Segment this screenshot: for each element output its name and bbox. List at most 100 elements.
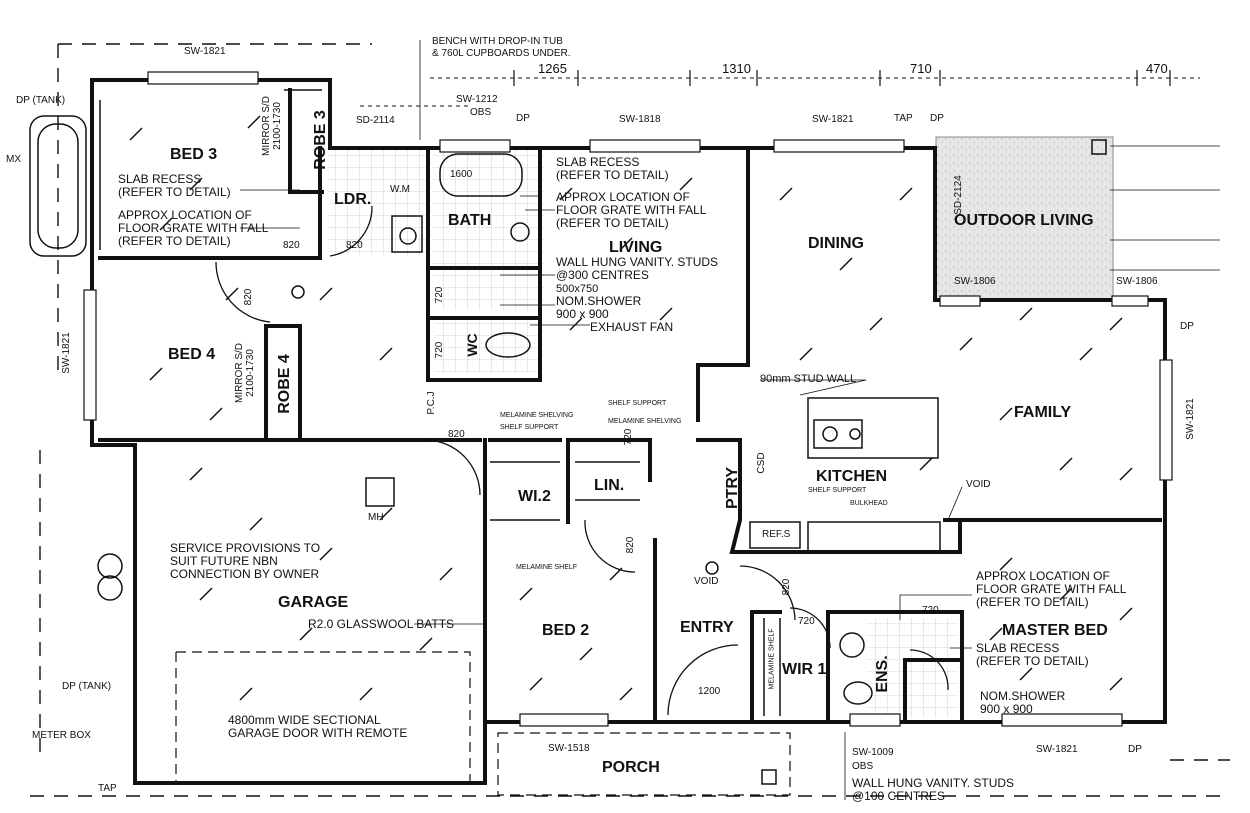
diagonal-hatching (129, 115, 1133, 701)
note-melamine-shelf: MELAMINE SHELF (516, 564, 578, 571)
dim-820-ldr: 820 (346, 240, 363, 251)
svc-dp-top2: DP (930, 113, 944, 124)
room-ptry: PTRY (724, 466, 741, 510)
note-melamine-shelving: MELAMINE SHELVING (500, 412, 574, 419)
note-refs: REF.S (762, 529, 791, 540)
room-kitchen: KITCHEN (816, 468, 888, 485)
door-swings (215, 205, 949, 716)
room-wir1: WIR 1 (782, 661, 827, 678)
note-void-kitchen: VOID (966, 479, 991, 490)
note-grate-master: APPROX LOCATION OF FLOOR GRATE WITH FALL… (976, 569, 1127, 609)
dim-1310: 1310 (722, 61, 751, 76)
room-outdoor-living: OUTDOOR LIVING (954, 212, 1094, 229)
room-entry: ENTRY (680, 619, 734, 636)
note-shower-bath: NOM.SHOWER 900 x 900 (556, 294, 642, 321)
fixtures (291, 139, 1107, 785)
note-mirror-bed4: MIRROR S/D 2100-1730 (234, 343, 256, 403)
leader-lines (240, 40, 1220, 800)
svc-dp-tank-top: DP (TANK) (16, 95, 66, 106)
dim-820-bed2: 820 (625, 536, 636, 554)
note-melamine-shelf-2: MELAMINE SHELF (768, 628, 776, 690)
note-vanity-size: 500x750 (556, 283, 599, 295)
room-porch: PORCH (602, 759, 660, 776)
garage-door-and-porch (175, 651, 791, 796)
tiled-areas (328, 150, 958, 718)
note-tub: 1600 (450, 169, 473, 180)
note-vanity-bath: WALL HUNG VANITY. STUDS @300 CENTRES (556, 255, 719, 282)
svc-dp-top1: DP (516, 113, 530, 124)
tub-and-tank (29, 115, 523, 601)
window-obs-top: OBS (470, 107, 492, 118)
note-shelf-support-2: SHELF SUPPORT (608, 400, 667, 407)
room-ens: ENS. (874, 655, 891, 693)
dim-720-wir: 720 (798, 616, 815, 627)
dim-720-master: 720 (922, 605, 939, 616)
window-sw1818: SW-1818 (619, 114, 661, 125)
window-sw1806-a: SW-1806 (954, 276, 996, 287)
svc-tap-bottom: TAP (98, 783, 117, 794)
room-master-bed: MASTER BED (1002, 622, 1108, 639)
room-bed3: BED 3 (170, 146, 218, 163)
note-garage-door: 4800mm WIDE SECTIONAL GARAGE DOOR WITH R… (228, 713, 408, 740)
room-lin: LIN. (594, 477, 625, 494)
dim-820-bed4: 820 (243, 288, 254, 306)
note-exhaust: EXHAUST FAN (590, 320, 674, 334)
svc-tap-top: TAP (894, 113, 913, 124)
room-robe4: ROBE 4 (276, 354, 293, 414)
dim-820-pcj: 820 (448, 429, 465, 440)
room-living: LIVING (609, 239, 663, 256)
dim-720-bath: 720 (434, 286, 445, 304)
room-garage: GARAGE (278, 594, 349, 611)
note-void-entry: VOID (694, 576, 719, 587)
window-sw1821-family: SW-1821 (1185, 398, 1196, 440)
dim-820-entry: 820 (781, 578, 792, 596)
window-obs-bottom: OBS (852, 761, 874, 772)
room-bed2: BED 2 (542, 622, 590, 639)
dimension-lines (360, 77, 1200, 107)
window-sw1821-top: SW-1821 (184, 46, 226, 57)
window-sw1212: SW-1212 (456, 94, 498, 105)
room-dining: DINING (808, 235, 864, 252)
dim-820-bed3: 820 (283, 240, 300, 251)
window-markers (83, 71, 1173, 727)
note-grate-bed3: APPROX LOCATION OF FLOOR GRATE WITH FALL… (118, 208, 269, 248)
note-mh: MH (368, 512, 384, 523)
room-bed4: BED 4 (168, 346, 216, 363)
note-csd: CSD (756, 452, 767, 474)
note-batts: R2.0 GLASSWOOL BATTS (308, 617, 455, 631)
boundary-lines (30, 43, 1230, 797)
note-stud-wall: 90mm STUD WALL (760, 373, 857, 385)
room-ldr: LDR. (334, 191, 372, 208)
window-sw1821-bed4: SW-1821 (61, 332, 72, 374)
window-sw1821-master: SW-1821 (1036, 744, 1078, 755)
room-family: FAMILY (1014, 404, 1072, 421)
walls (90, 78, 1167, 785)
note-bench: BENCH WITH DROP-IN TUB & 760L CUPBOARDS … (432, 36, 571, 59)
window-sw1009: SW-1009 (852, 747, 894, 758)
note-shower-master: NOM.SHOWER 900 x 900 (980, 689, 1066, 716)
note-slab-bed3: SLAB RECESS (REFER TO DETAIL) (118, 172, 231, 199)
note-wm: W.M (390, 184, 410, 195)
note-shelf-support: SHELF SUPPORT (500, 424, 559, 431)
note-shelf-support-kitchen: SHELF SUPPORT (808, 487, 867, 494)
svc-meter-box: METER BOX (32, 730, 91, 741)
dim-710: 710 (910, 61, 932, 76)
window-sw1806-b: SW-1806 (1116, 276, 1158, 287)
window-sw1821-dining: SW-1821 (812, 114, 854, 125)
note-vanity-ens: WALL HUNG VANITY. STUDS @100 CENTRES (852, 776, 1015, 803)
svc-mx: MX (6, 154, 21, 165)
svc-dp-right: DP (1180, 321, 1194, 332)
joinery (99, 89, 941, 716)
svc-dp-tank-bottom: DP (TANK) (62, 681, 112, 692)
dim-1265: 1265 (538, 61, 567, 76)
note-pcj: P.C.J (426, 391, 437, 415)
door-sd2124: SD-2124 (953, 175, 964, 215)
room-robe3: ROBE 3 (312, 110, 329, 170)
dim-470: 470 (1146, 61, 1168, 76)
note-nbn: SERVICE PROVISIONS TO SUIT FUTURE NBN CO… (170, 541, 321, 581)
note-slab-master: SLAB RECESS (REFER TO DETAIL) (976, 641, 1089, 668)
svc-dp-bottom: DP (1128, 744, 1142, 755)
dimension-ticks (513, 70, 1171, 86)
